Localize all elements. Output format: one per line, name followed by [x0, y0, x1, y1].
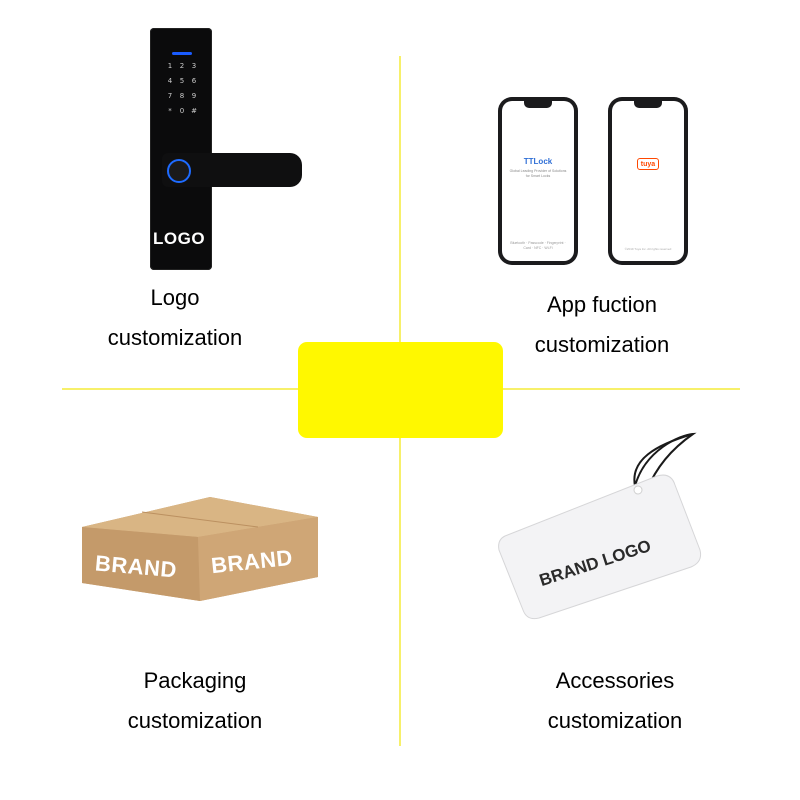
keypad-key: 7: [167, 92, 173, 100]
keypad-key: 6: [191, 77, 197, 85]
caption-line1: Logo: [150, 285, 200, 310]
tuya-logo-icon: tuya: [637, 158, 659, 170]
status-light: [172, 52, 192, 55]
keypad-key: 5: [179, 77, 185, 85]
ttlock-footer: Bluetooth · Passcode · Fingerprint · Car…: [510, 241, 566, 250]
caption-line2: customization: [127, 708, 263, 733]
caption-line1: Packaging: [143, 668, 247, 693]
keypad-key: 4: [167, 77, 173, 85]
packaging-customization-caption: Packaging customization: [105, 661, 285, 741]
fingerprint-sensor-icon: [167, 159, 191, 183]
ttlock-subtitle: Global Leading Provider of Solutions for…: [509, 169, 567, 178]
keypad-key: 3: [191, 62, 197, 70]
keypad-key: 2: [179, 62, 185, 70]
caption-line1: Accessories: [555, 668, 675, 693]
keypad-key: 1: [167, 62, 173, 70]
phone-tuya: tuya ©2019 Tuya Inc. All rights reserved: [608, 97, 688, 265]
product-logo-text: LOGO: [153, 229, 206, 248]
caption-line1: App fuction: [546, 292, 658, 317]
packaging-box-image: BRAND BRAND: [80, 497, 320, 603]
app-customization-caption: App fuction customization: [512, 285, 692, 365]
key-card-image: BRAND LOGO: [495, 430, 715, 620]
center-highlight-box: [298, 342, 503, 438]
logo-customization-caption: Logo customization: [90, 278, 260, 358]
keypad-key: 9: [191, 92, 197, 100]
keypad-key: *: [168, 107, 172, 115]
keypad-key: 8: [179, 92, 185, 100]
phone-ttlock: TTLock Global Leading Provider of Soluti…: [498, 97, 578, 265]
caption-line2: customization: [547, 708, 683, 733]
keypad-key: 0: [179, 107, 185, 115]
ttlock-title: TTLock: [523, 157, 553, 166]
phone-screen: TTLock Global Leading Provider of Soluti…: [502, 101, 574, 261]
phone-screen: tuya ©2019 Tuya Inc. All rights reserved: [612, 101, 684, 261]
caption-line2: customization: [534, 332, 670, 357]
caption-line2: customization: [107, 325, 243, 350]
keypad-key: #: [191, 107, 197, 115]
tuya-footer: ©2019 Tuya Inc. All rights reserved: [624, 247, 672, 251]
accessories-customization-caption: Accessories customization: [525, 661, 705, 741]
